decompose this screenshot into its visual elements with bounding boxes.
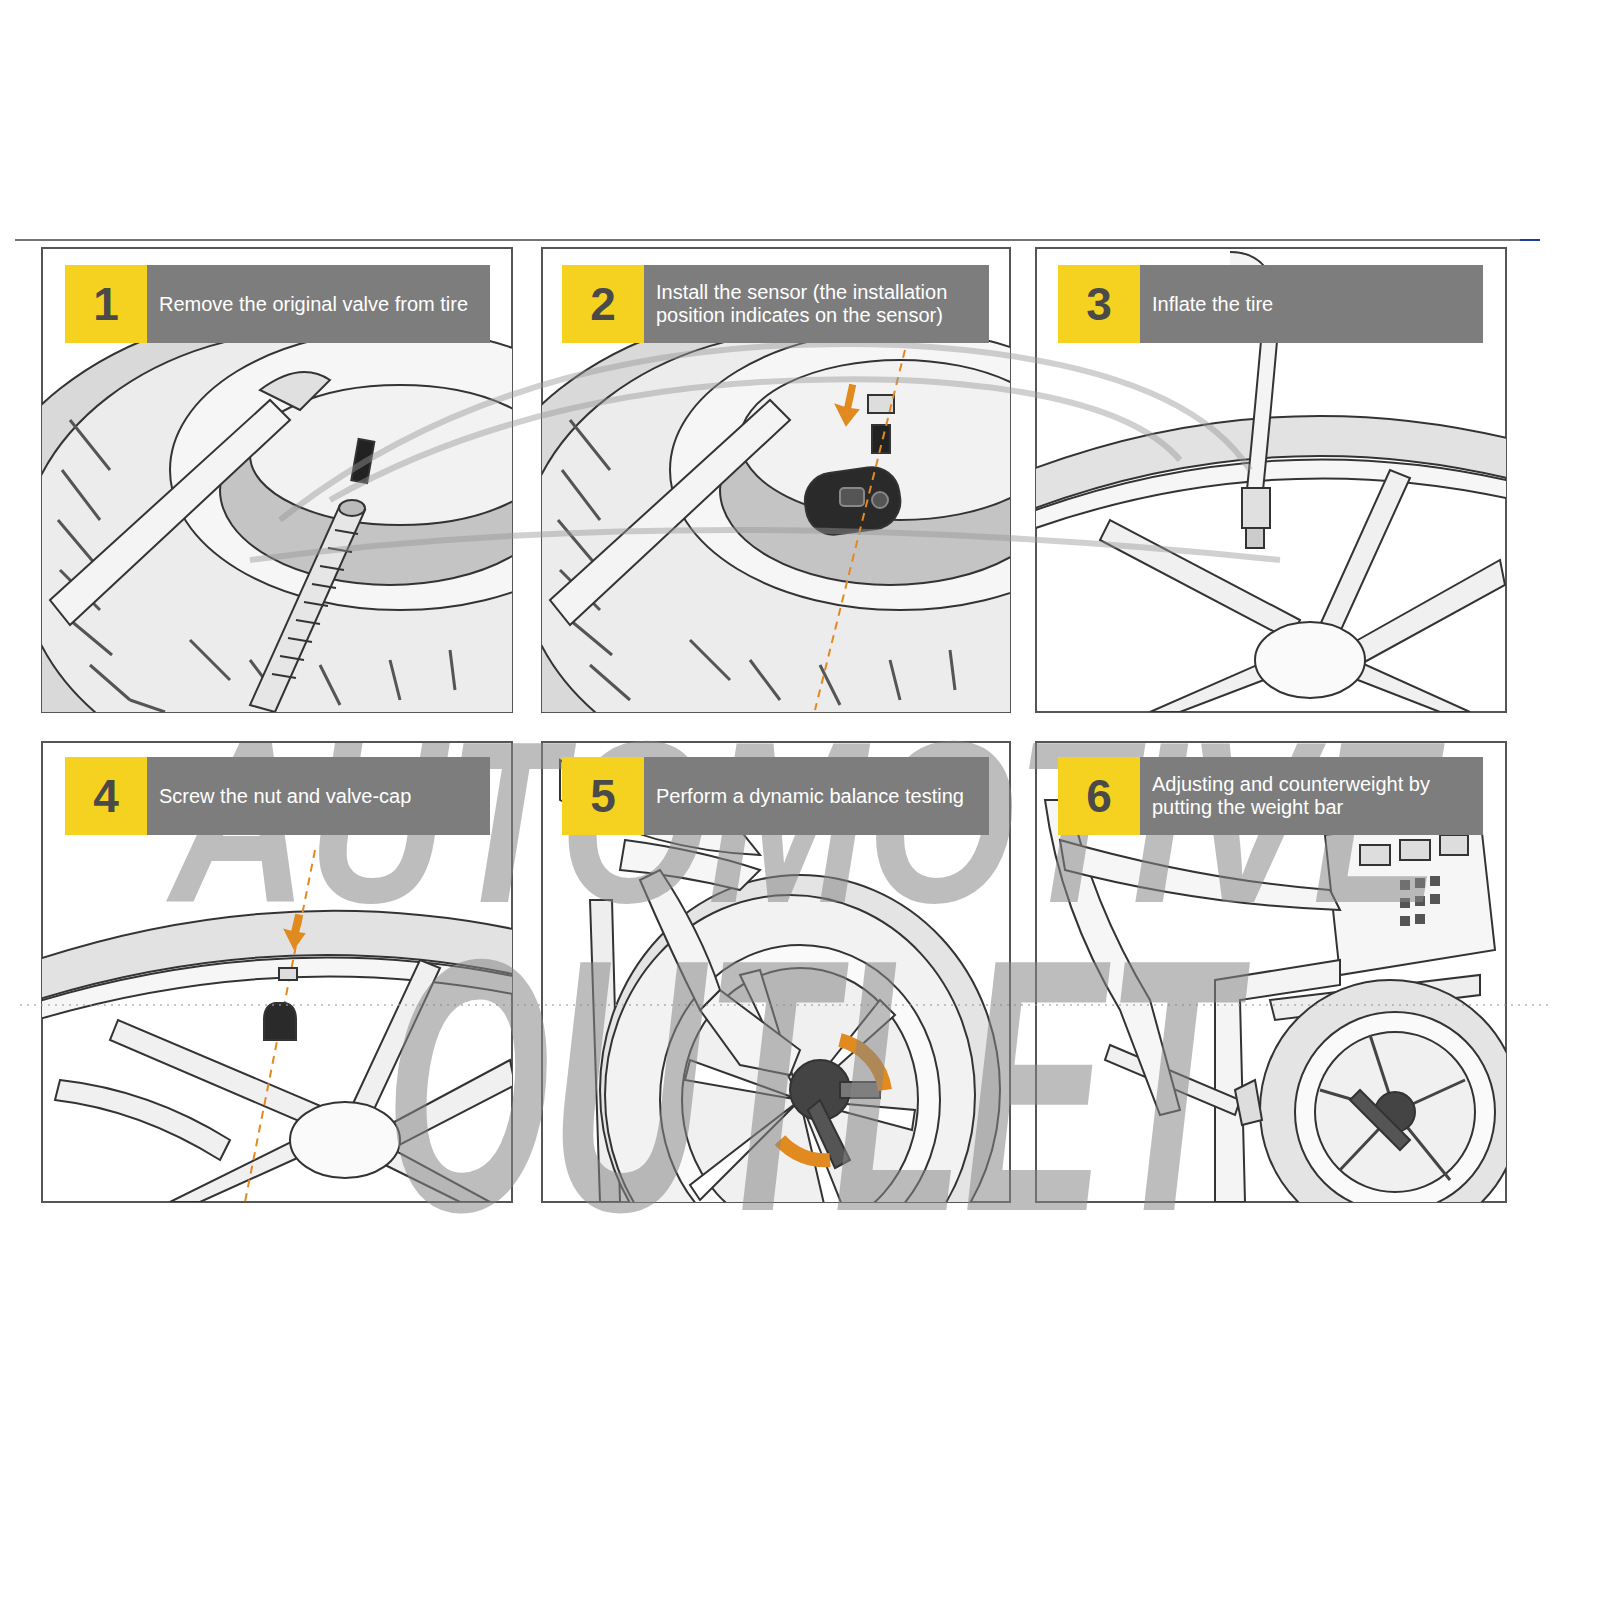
step-number-box: 5: [562, 757, 644, 835]
step-caption-bar: Adjusting and counterweight by putting t…: [1140, 757, 1483, 835]
text-group: 6: [1086, 769, 1112, 823]
step-number: 2: [590, 278, 616, 330]
step-number: 6: [1086, 770, 1112, 822]
text-group: Adjusting and counterweight by putting t…: [1152, 773, 1471, 819]
text-group: 4: [93, 769, 119, 823]
text-group: Remove the original valve from tire: [159, 293, 468, 316]
step-instruction: Perform a dynamic balance testing: [656, 785, 964, 808]
step-instruction: Adjusting and counterweight by putting t…: [1152, 773, 1471, 819]
text-group: 5: [590, 769, 616, 823]
watermark-text: OUTLET: [385, 905, 1235, 1265]
step-number-box: 6: [1058, 757, 1140, 835]
step-number-box: 3: [1058, 265, 1140, 343]
step-number-box: 4: [65, 757, 147, 835]
text-group: 3: [1086, 277, 1112, 331]
text-group: Inflate the tire: [1152, 293, 1273, 316]
step-instruction: Install the sensor (the installation pos…: [656, 281, 977, 327]
step-instruction: Remove the original valve from tire: [159, 293, 468, 316]
step-caption-bar: Perform a dynamic balance testing: [644, 757, 989, 835]
step-number: 3: [1086, 278, 1112, 330]
text-group: Screw the nut and valve-cap: [159, 785, 411, 808]
step-instruction: Inflate the tire: [1152, 293, 1273, 316]
step-number: 1: [93, 278, 119, 330]
step-instruction: Screw the nut and valve-cap: [159, 785, 411, 808]
step-number-box: 2: [562, 265, 644, 343]
step-caption-bar: Inflate the tire: [1140, 265, 1483, 343]
step-number: 5: [590, 770, 616, 822]
text-group: 2: [590, 277, 616, 331]
step-number: 4: [93, 770, 119, 822]
step-caption-bar: Screw the nut and valve-cap: [147, 757, 490, 835]
text-group: 1: [93, 277, 119, 331]
step-caption-bar: Install the sensor (the installation pos…: [644, 265, 989, 343]
step-number-box: 1: [65, 265, 147, 343]
step-caption-bar: Remove the original valve from tire: [147, 265, 490, 343]
text-group: Install the sensor (the installation pos…: [656, 281, 977, 327]
text-group: Perform a dynamic balance testing: [656, 785, 964, 808]
